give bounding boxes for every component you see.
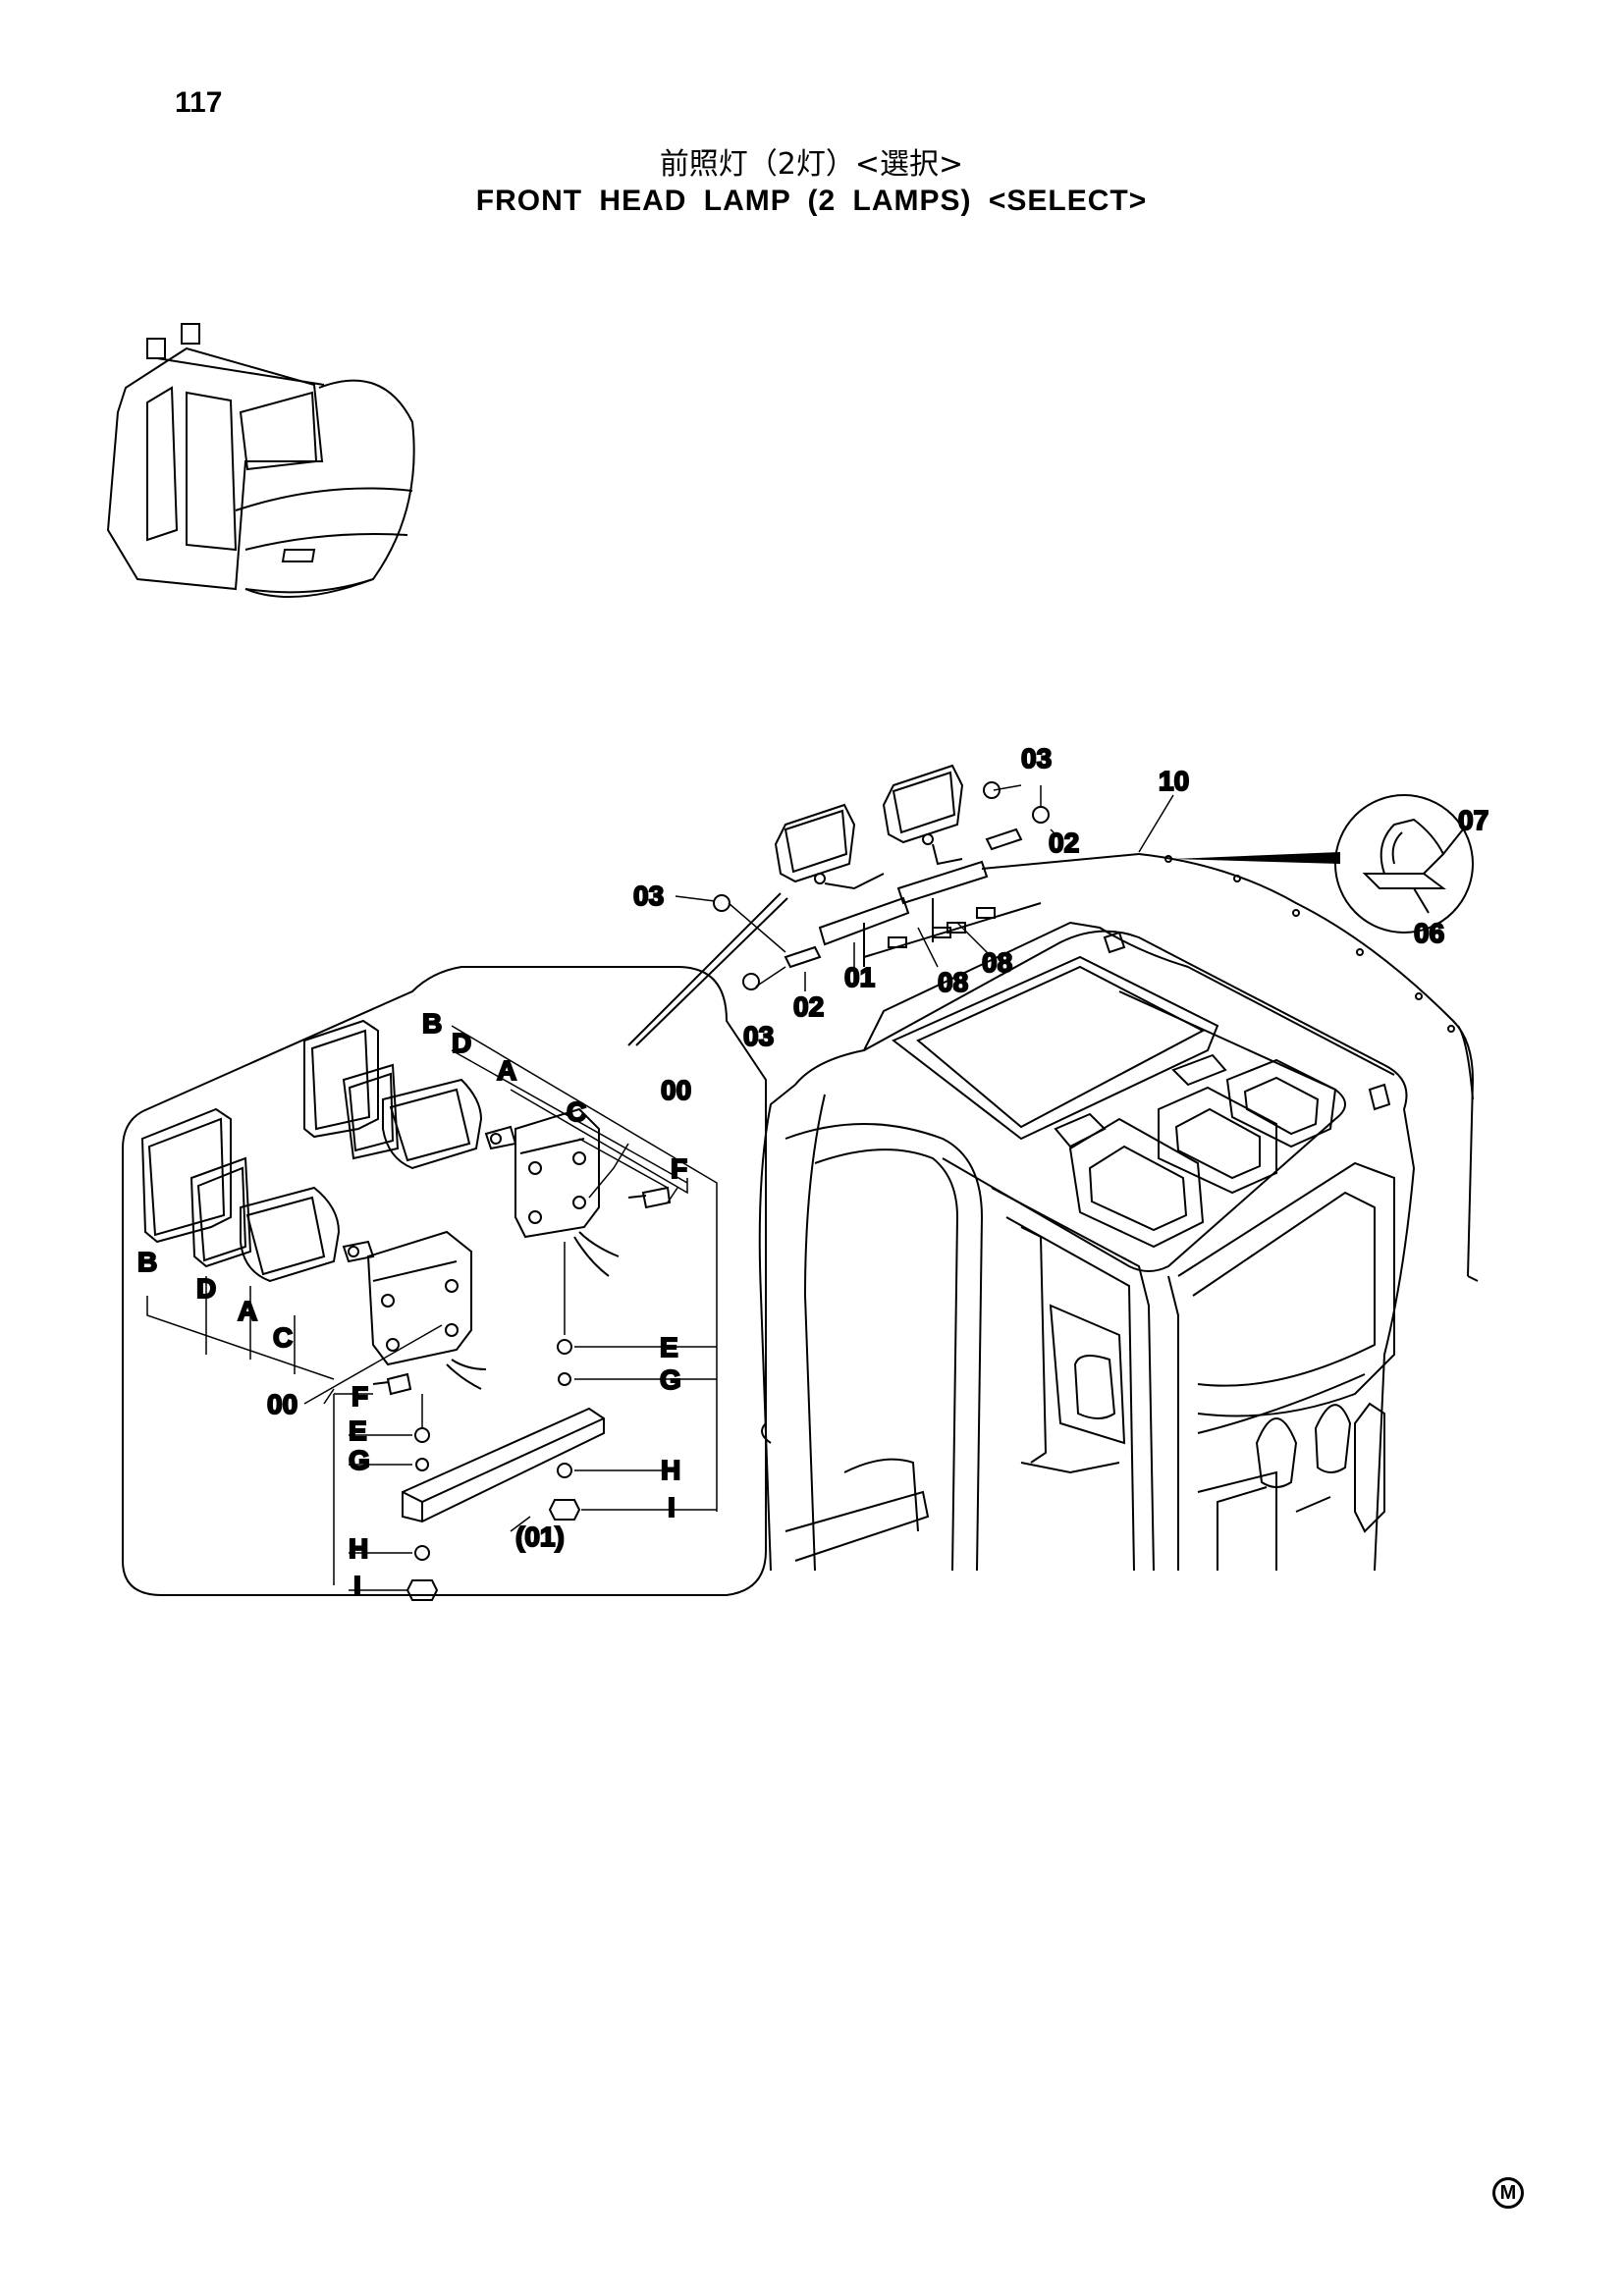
callout-03-top: 03: [1021, 743, 1052, 774]
cab-structure: [758, 853, 1479, 1572]
detail-leaders: [146, 1025, 718, 1591]
callout-03-left: 03: [633, 881, 664, 911]
detail-lamp-parts: [140, 1019, 672, 1601]
detail-label-G-right: G: [660, 1364, 681, 1395]
detail-label-I-left: I: [353, 1571, 361, 1601]
detail-label-I-right: I: [668, 1492, 676, 1522]
title-english: FRONT HEAD LAMP (2 LAMPS) <SELECT>: [475, 185, 1148, 217]
detail-label-E-right: E: [660, 1332, 678, 1362]
callout-arrow: [1173, 852, 1340, 864]
detail-label-B-lower: B: [137, 1247, 157, 1277]
detail-label-F-upper: F: [671, 1153, 687, 1184]
page-number: 117: [175, 86, 223, 119]
detail-label-G-left: G: [349, 1445, 370, 1475]
callout-08-b: 08: [982, 947, 1012, 978]
detail-label-C-lower: C: [273, 1322, 293, 1353]
detail-label-B-upper: B: [422, 1008, 442, 1039]
detail-label-F-lower: F: [352, 1381, 368, 1412]
callout-06: 06: [1414, 918, 1444, 948]
callout-02-right: 02: [1049, 828, 1079, 858]
title-japanese: 前照灯（2灯）<選択>: [659, 147, 964, 182]
callout-07: 07: [1458, 805, 1488, 835]
detail-label-00-upper: 00: [661, 1075, 691, 1105]
overview-machine: [106, 323, 415, 598]
detail-label-A-upper: A: [497, 1055, 516, 1086]
detail-label-D-lower: D: [196, 1273, 216, 1304]
detail-label-01: (01): [515, 1522, 565, 1552]
detail-label-00-lower: 00: [267, 1389, 298, 1419]
lamp-assembly-top: [713, 764, 1140, 990]
detail-panel: [122, 892, 788, 1596]
callout-leaders: [675, 784, 1174, 991]
detail-label-H-right: H: [661, 1455, 680, 1485]
callout-08-a: 08: [938, 967, 968, 997]
detail-label-C-upper: C: [567, 1096, 586, 1127]
clip-detail-inset: [1334, 794, 1474, 934]
detail-label-A-lower: A: [238, 1296, 257, 1326]
maker-mark: M: [1492, 2177, 1524, 2209]
callout-03-bottom: 03: [743, 1021, 774, 1051]
detail-label-E-left: E: [349, 1415, 367, 1446]
detail-label-H-left: H: [349, 1533, 368, 1564]
callout-10: 10: [1159, 766, 1189, 796]
callout-02-left: 02: [793, 991, 824, 1022]
detail-label-D-upper: D: [452, 1028, 471, 1058]
callout-01: 01: [844, 962, 875, 992]
